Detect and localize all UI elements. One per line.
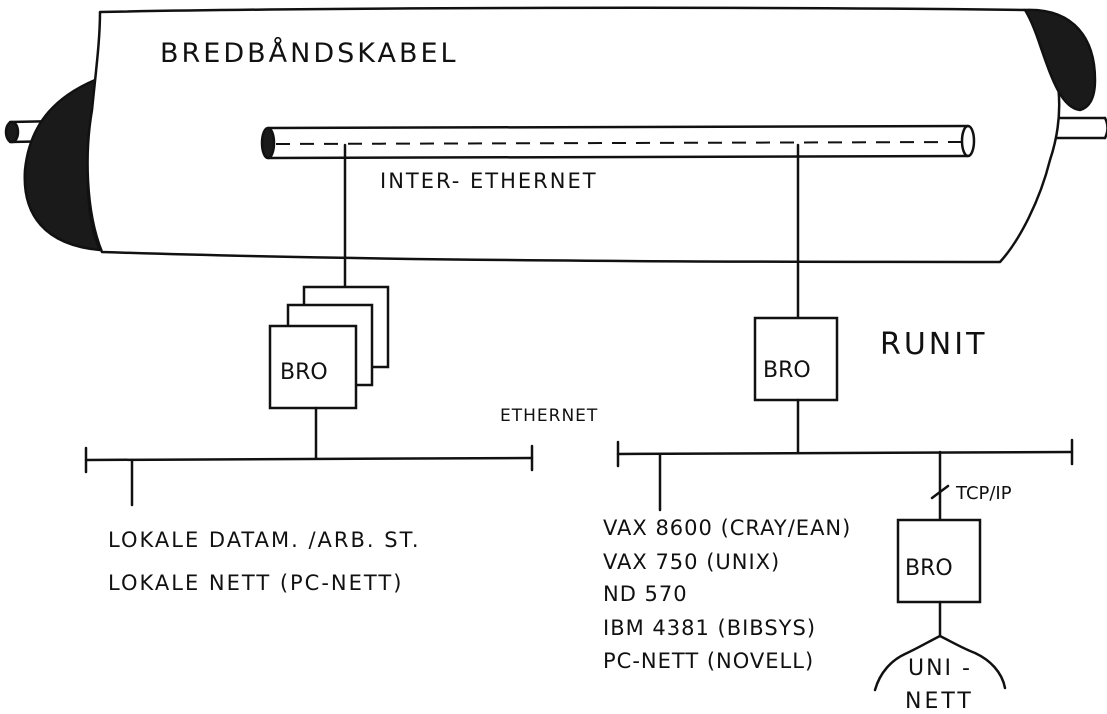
left-item-1: LOKALE DATAM. /ARB. ST. — [108, 528, 421, 552]
inter-ethernet-label: INTER- ETHERNET — [380, 169, 598, 193]
uninett-bridge-label: BRO — [905, 556, 953, 581]
uninett-label-2: NETT — [905, 689, 974, 714]
ethernet-label: ETHERNET — [500, 406, 598, 426]
right-bridge-label: BRO — [763, 358, 811, 383]
right-ethernet-bus — [618, 440, 1072, 520]
uninett-label-1: UNI - — [908, 656, 972, 681]
runit-label: RUNIT — [880, 327, 987, 362]
left-ethernet-bus — [86, 446, 532, 505]
tcpip-label: TCP/IP — [955, 483, 1012, 504]
right-item-4: IBM 4381 (BIBSYS) — [603, 616, 816, 640]
cable-title: BREDBÅNDSKABEL — [160, 37, 459, 69]
left-item-2: LOKALE NETT (PC-NETT) — [108, 571, 403, 595]
left-bridge-label: BRO — [280, 360, 328, 385]
right-item-3: ND 570 — [603, 582, 688, 606]
right-item-2: VAX 750 (UNIX) — [603, 550, 780, 574]
right-item-1: VAX 8600 (CRAY/EAN) — [603, 516, 851, 540]
right-item-5: PC-NETT (NOVELL) — [603, 649, 814, 673]
left-bridge-stack — [270, 287, 388, 408]
